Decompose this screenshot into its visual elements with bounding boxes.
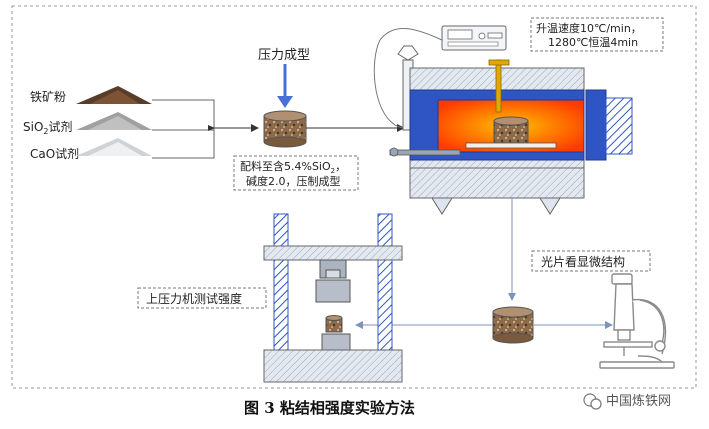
watermark: 中国炼铁网 [583, 393, 671, 410]
press-crosshead [263, 245, 403, 261]
furnace-door [605, 97, 633, 155]
cao-label: CaO试剂 [30, 146, 79, 161]
raw-materials: 铁矿粉 SiO2试剂 CaO试剂 [23, 86, 259, 161]
microscope-label: 光片看显微结构 [541, 254, 625, 269]
press-test-label-box [137, 287, 267, 309]
furnace: 升温速度10℃/min， 1280℃恒温4min [373, 17, 664, 215]
heating-note-line2: 1280℃恒温4min [548, 36, 638, 49]
microscope-icon [599, 273, 675, 369]
compression-test-machine [263, 213, 403, 383]
sintered-pellet [492, 306, 534, 344]
iron-ore-label: 铁矿粉 [30, 90, 66, 104]
sample-boat [465, 142, 557, 149]
controller-cable [373, 27, 443, 129]
mix-note-line1: 配料至含5.4%SiO2， [240, 159, 346, 175]
press-forming-label: 压力成型 [258, 48, 310, 63]
press-test-label: 上压力机测试强度 [146, 291, 242, 306]
mix-note-line2: 碱度2.0，压制成型 [246, 174, 341, 188]
sio2-label: SiO2试剂 [23, 119, 73, 136]
heating-note-line1: 升温速度10℃/min， [536, 21, 642, 35]
microscope-label-box [531, 250, 651, 272]
upper-platen [315, 279, 351, 303]
lower-platen [321, 333, 351, 351]
figure-caption: 图 3 粘结相强度实验方法 [244, 399, 415, 417]
mix-note-box [233, 155, 359, 191]
press-base [263, 349, 403, 383]
thermocouple [495, 59, 502, 113]
press-forming-step: 压力成型 配料至含5.4%SiO2， 碱度2.0，压制成型 [233, 48, 405, 191]
push-rod [389, 149, 461, 156]
press-column-left [273, 213, 289, 363]
watermark-text: 中国炼铁网 [606, 394, 671, 409]
heating-note-box [530, 17, 664, 52]
outer-frame [11, 5, 697, 389]
press-column-right [377, 213, 393, 363]
